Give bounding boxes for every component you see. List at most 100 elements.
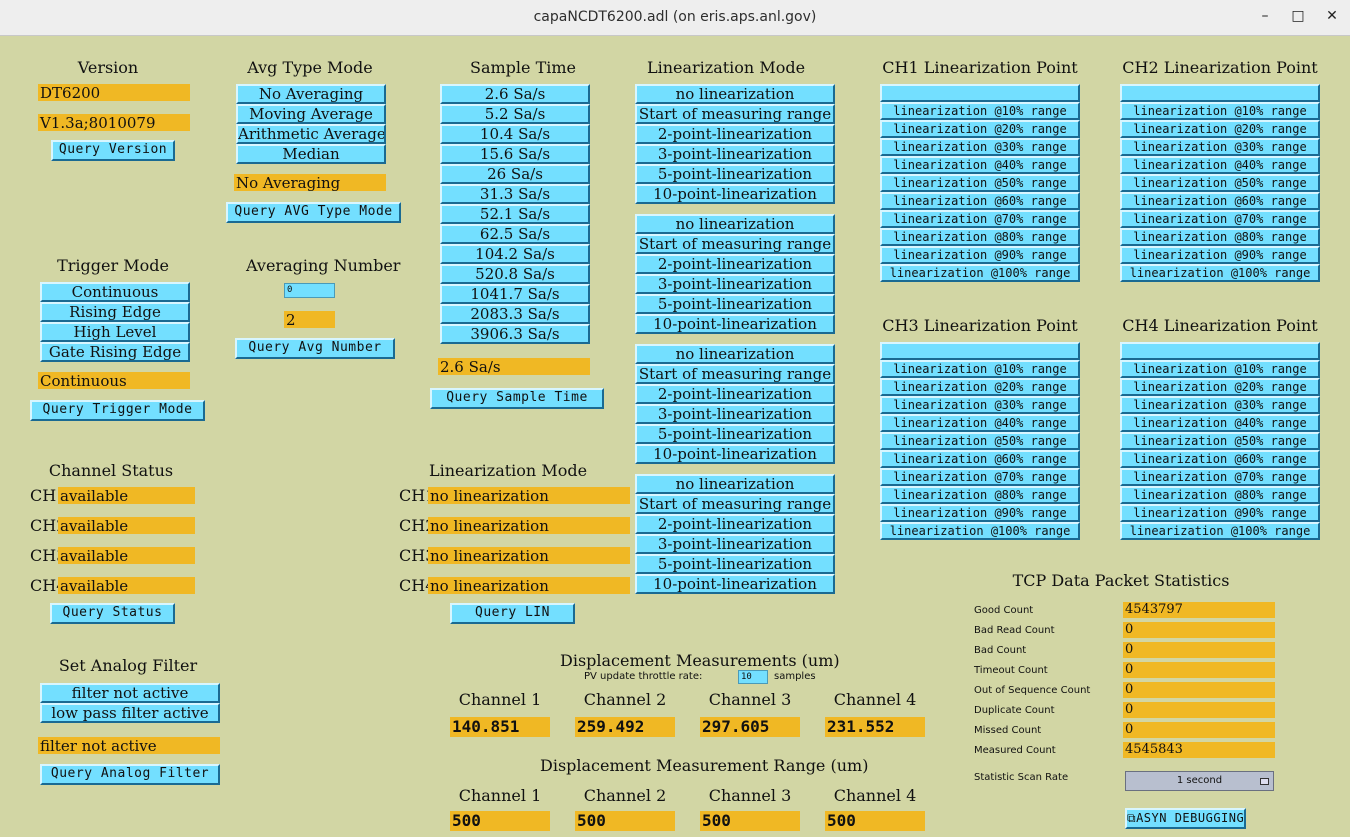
trigger-mode-option[interactable]: Continuous xyxy=(40,282,190,302)
lin-mode-option[interactable]: Start of measuring range xyxy=(635,104,835,124)
lin-mode-option[interactable]: no linearization xyxy=(635,84,835,104)
ch4-lin-point-option[interactable]: linearization @100% range xyxy=(1120,522,1320,540)
minimize-icon[interactable]: – xyxy=(1261,8,1269,24)
sample-time-option[interactable]: 31.3 Sa/s xyxy=(440,184,590,204)
ch4-lin-point-option[interactable]: linearization @20% range xyxy=(1120,378,1320,396)
ch3-lin-point-option[interactable]: linearization @30% range xyxy=(880,396,1080,414)
avg-type-option[interactable]: Moving Average xyxy=(236,104,386,124)
ch2-lin-point-option[interactable]: linearization @100% range xyxy=(1120,264,1320,282)
scan-rate-menu[interactable]: 1 second xyxy=(1125,771,1274,791)
ch4-lin-point-option[interactable]: linearization @90% range xyxy=(1120,504,1320,522)
ch3-lin-point-option[interactable]: linearization @100% range xyxy=(880,522,1080,540)
ch4-lin-point-option[interactable]: linearization @80% range xyxy=(1120,486,1320,504)
lin-mode-option[interactable]: 5-point-linearization xyxy=(635,164,835,184)
query-avg-number-button[interactable]: Query Avg Number xyxy=(235,338,395,359)
avg-type-option[interactable]: Median xyxy=(236,144,386,164)
lin-mode-option[interactable]: 10-point-linearization xyxy=(635,314,835,334)
query-status-button[interactable]: Query Status xyxy=(50,603,175,624)
lin-mode-option[interactable]: Start of measuring range xyxy=(635,364,835,384)
ch2-lin-point-option[interactable]: linearization @30% range xyxy=(1120,138,1320,156)
ch3-lin-point-option[interactable]: linearization @60% range xyxy=(880,450,1080,468)
ch2-lin-point-option[interactable]: linearization @10% range xyxy=(1120,102,1320,120)
ch2-lin-point-option[interactable]: linearization @20% range xyxy=(1120,120,1320,138)
lin-mode-option[interactable]: 2-point-linearization xyxy=(635,384,835,404)
lin-mode-option[interactable]: no linearization xyxy=(635,474,835,494)
sample-time-option[interactable]: 520.8 Sa/s xyxy=(440,264,590,284)
ch2-lin-point-option[interactable]: linearization @60% range xyxy=(1120,192,1320,210)
lin-mode-option[interactable]: 3-point-linearization xyxy=(635,274,835,294)
trigger-mode-option[interactable]: Rising Edge xyxy=(40,302,190,322)
analog-filter-option[interactable]: low pass filter active xyxy=(40,703,220,723)
sample-time-option[interactable]: 104.2 Sa/s xyxy=(440,244,590,264)
maximize-icon[interactable]: □ xyxy=(1291,8,1305,24)
lin-mode-option[interactable]: 10-point-linearization xyxy=(635,184,835,204)
averaging-number-input[interactable]: 0 xyxy=(284,283,335,298)
ch1-lin-point-option[interactable] xyxy=(880,84,1080,102)
lin-mode-option[interactable]: no linearization xyxy=(635,214,835,234)
query-sample-time-button[interactable]: Query Sample Time xyxy=(430,388,604,409)
ch1-lin-point-option[interactable]: linearization @60% range xyxy=(880,192,1080,210)
ch3-lin-point-option[interactable]: linearization @10% range xyxy=(880,360,1080,378)
ch3-lin-point-option[interactable]: linearization @80% range xyxy=(880,486,1080,504)
ch4-lin-point-option[interactable]: linearization @60% range xyxy=(1120,450,1320,468)
ch4-lin-point-option[interactable]: linearization @40% range xyxy=(1120,414,1320,432)
ch4-lin-point-option[interactable]: linearization @30% range xyxy=(1120,396,1320,414)
query-version-button[interactable]: Query Version xyxy=(51,140,175,161)
lin-mode-option[interactable]: Start of measuring range xyxy=(635,494,835,514)
trigger-mode-option[interactable]: Gate Rising Edge xyxy=(40,342,190,362)
lin-mode-option[interactable]: 10-point-linearization xyxy=(635,574,835,594)
lin-mode-option[interactable]: 2-point-linearization xyxy=(635,124,835,144)
sample-time-option[interactable]: 2.6 Sa/s xyxy=(440,84,590,104)
sample-time-option[interactable]: 26 Sa/s xyxy=(440,164,590,184)
ch3-lin-point-option[interactable]: linearization @90% range xyxy=(880,504,1080,522)
sample-time-option[interactable]: 1041.7 Sa/s xyxy=(440,284,590,304)
ch1-lin-point-option[interactable]: linearization @30% range xyxy=(880,138,1080,156)
ch4-lin-point-option[interactable] xyxy=(1120,342,1320,360)
lin-mode-option[interactable]: 2-point-linearization xyxy=(635,254,835,274)
ch2-lin-point-option[interactable]: linearization @70% range xyxy=(1120,210,1320,228)
lin-mode-option[interactable]: 3-point-linearization xyxy=(635,534,835,554)
lin-mode-option[interactable]: 10-point-linearization xyxy=(635,444,835,464)
ch1-lin-point-option[interactable]: linearization @80% range xyxy=(880,228,1080,246)
query-lin-button[interactable]: Query LIN xyxy=(450,603,575,624)
sample-time-option[interactable]: 3906.3 Sa/s xyxy=(440,324,590,344)
sample-time-option[interactable]: 62.5 Sa/s xyxy=(440,224,590,244)
ch2-lin-point-option[interactable]: linearization @40% range xyxy=(1120,156,1320,174)
query-avg-type-button[interactable]: Query AVG Type Mode xyxy=(226,202,401,223)
lin-mode-option[interactable]: 3-point-linearization xyxy=(635,404,835,424)
ch1-lin-point-option[interactable]: linearization @10% range xyxy=(880,102,1080,120)
throttle-rate-input[interactable]: 10 xyxy=(738,670,768,684)
ch3-lin-point-option[interactable]: linearization @50% range xyxy=(880,432,1080,450)
lin-mode-option[interactable]: 3-point-linearization xyxy=(635,144,835,164)
ch2-lin-point-option[interactable] xyxy=(1120,84,1320,102)
ch3-lin-point-option[interactable] xyxy=(880,342,1080,360)
ch4-lin-point-option[interactable]: linearization @70% range xyxy=(1120,468,1320,486)
lin-mode-option[interactable]: 5-point-linearization xyxy=(635,424,835,444)
ch2-lin-point-option[interactable]: linearization @50% range xyxy=(1120,174,1320,192)
sample-time-option[interactable]: 10.4 Sa/s xyxy=(440,124,590,144)
ch1-lin-point-option[interactable]: linearization @100% range xyxy=(880,264,1080,282)
ch2-lin-point-option[interactable]: linearization @90% range xyxy=(1120,246,1320,264)
ch1-lin-point-option[interactable]: linearization @40% range xyxy=(880,156,1080,174)
avg-type-option[interactable]: Arithmetic Average xyxy=(236,124,386,144)
analog-filter-option[interactable]: filter not active xyxy=(40,683,220,703)
asyn-debugging-button[interactable]: ⧉ASYN DEBUGGING xyxy=(1125,808,1246,829)
ch4-lin-point-option[interactable]: linearization @10% range xyxy=(1120,360,1320,378)
ch4-lin-point-option[interactable]: linearization @50% range xyxy=(1120,432,1320,450)
lin-mode-option[interactable]: 2-point-linearization xyxy=(635,514,835,534)
ch3-lin-point-option[interactable]: linearization @70% range xyxy=(880,468,1080,486)
sample-time-option[interactable]: 52.1 Sa/s xyxy=(440,204,590,224)
query-trigger-mode-button[interactable]: Query Trigger Mode xyxy=(30,400,205,421)
ch1-lin-point-option[interactable]: linearization @70% range xyxy=(880,210,1080,228)
ch1-lin-point-option[interactable]: linearization @50% range xyxy=(880,174,1080,192)
lin-mode-option[interactable]: Start of measuring range xyxy=(635,234,835,254)
sample-time-option[interactable]: 2083.3 Sa/s xyxy=(440,304,590,324)
ch2-lin-point-option[interactable]: linearization @80% range xyxy=(1120,228,1320,246)
query-analog-filter-button[interactable]: Query Analog Filter xyxy=(40,764,220,785)
ch1-lin-point-option[interactable]: linearization @20% range xyxy=(880,120,1080,138)
sample-time-option[interactable]: 5.2 Sa/s xyxy=(440,104,590,124)
lin-mode-option[interactable]: no linearization xyxy=(635,344,835,364)
lin-mode-option[interactable]: 5-point-linearization xyxy=(635,294,835,314)
trigger-mode-option[interactable]: High Level xyxy=(40,322,190,342)
ch1-lin-point-option[interactable]: linearization @90% range xyxy=(880,246,1080,264)
